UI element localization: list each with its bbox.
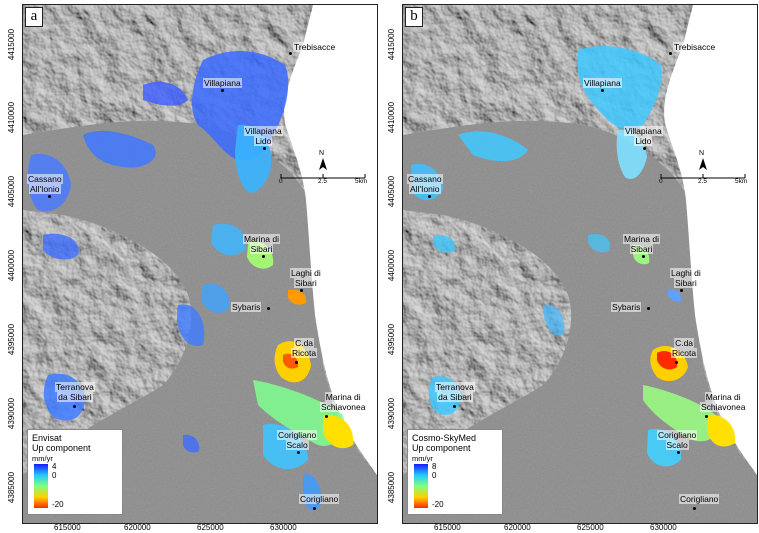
x-tick-label: 630000 <box>270 523 297 532</box>
label-sybaris: Sybaris <box>611 302 642 312</box>
town-marker <box>295 361 298 364</box>
town-marker <box>453 405 456 408</box>
label-trebisacce: Trebisacce <box>293 42 337 52</box>
y-tick-label: 4390000 <box>7 397 17 430</box>
panel-label-b: b <box>405 7 423 27</box>
scale-bar-north-arrow: N 0 2.5 5km <box>279 150 368 185</box>
town-marker <box>675 361 678 364</box>
y-tick-label: 4400000 <box>7 249 17 282</box>
town-marker <box>643 147 646 150</box>
x-tick-label: 615000 <box>54 523 81 532</box>
x-tick-label: 625000 <box>577 523 604 532</box>
y-tick-label: 4395000 <box>7 323 17 356</box>
label-corigliano: Corigliano <box>679 494 720 504</box>
town-marker <box>263 147 266 150</box>
town-marker <box>693 507 696 510</box>
town-marker <box>680 289 683 292</box>
town-marker <box>642 255 645 258</box>
town-marker <box>289 52 292 55</box>
town-marker <box>48 195 51 198</box>
y-tick-label: 4415000 <box>7 28 17 61</box>
y-tick-label: 4400000 <box>387 249 397 282</box>
panel-label-a: a <box>25 7 43 27</box>
north-label: N <box>319 150 325 157</box>
x-tick-label: 620000 <box>124 523 151 532</box>
town-marker <box>300 289 303 292</box>
colorbar-a <box>34 464 48 508</box>
label-sybaris: Sybaris <box>231 302 262 312</box>
town-marker <box>313 507 316 510</box>
label-villapiana: Villapiana <box>203 78 242 88</box>
x-tick-label: 625000 <box>197 523 224 532</box>
y-tick-label: 4410000 <box>387 101 397 134</box>
y-tick-label: 4390000 <box>387 397 397 430</box>
north-arrow-icon <box>280 158 366 179</box>
town-marker <box>705 415 708 418</box>
label-corigliano: Corigliano <box>299 494 340 504</box>
town-marker <box>677 451 680 454</box>
town-marker <box>73 405 76 408</box>
y-tick-label: 4385000 <box>387 471 397 504</box>
town-marker <box>262 255 265 258</box>
x-tick-label: 615000 <box>434 523 461 532</box>
north-arrow-icon <box>660 158 746 179</box>
scale-bar-north-arrow: N 0 2.5 5km <box>659 150 748 185</box>
town-marker <box>221 89 224 92</box>
town-marker <box>647 307 650 310</box>
town-marker <box>669 52 672 55</box>
town-marker <box>267 307 270 310</box>
town-marker <box>601 89 604 92</box>
y-tick-label: 4385000 <box>7 471 17 504</box>
town-marker <box>428 195 431 198</box>
legend-b: Cosmo-SkyMed Up component mm/yr 8 0 -20 <box>407 429 503 515</box>
town-marker <box>325 415 328 418</box>
y-tick-label: 4395000 <box>387 323 397 356</box>
y-tick-label: 4405000 <box>387 175 397 208</box>
town-marker <box>297 451 300 454</box>
y-tick-label: 4405000 <box>7 175 17 208</box>
label-trebisacce: Trebisacce <box>673 42 717 52</box>
label-villapiana: Villapiana <box>583 78 622 88</box>
colorbar-b <box>414 464 428 508</box>
x-tick-label: 620000 <box>504 523 531 532</box>
shaded-relief-map-b <box>403 5 757 523</box>
north-label: N <box>699 150 705 157</box>
y-tick-label: 4410000 <box>7 101 17 134</box>
x-tick-label: 630000 <box>650 523 677 532</box>
y-tick-label: 4415000 <box>387 28 397 61</box>
legend-a: Envisat Up component mm/yr 4 0 -20 <box>27 429 123 515</box>
